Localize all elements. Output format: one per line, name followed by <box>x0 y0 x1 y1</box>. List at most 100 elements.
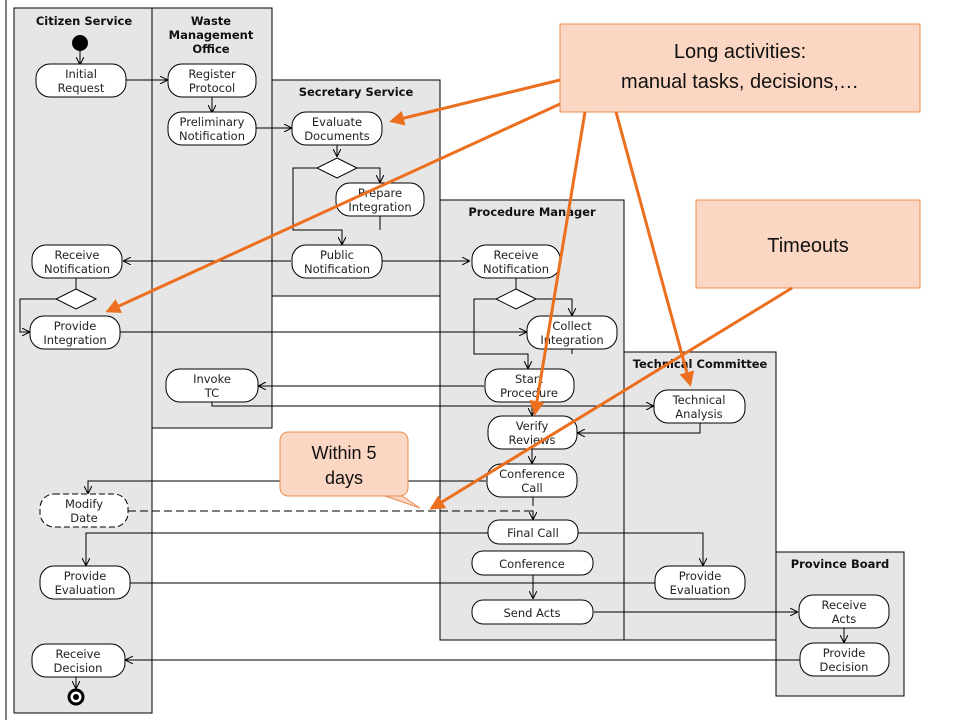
svg-text:Initial: Initial <box>65 67 97 81</box>
svg-text:Timeouts: Timeouts <box>767 235 849 257</box>
svg-text:Notification: Notification <box>483 262 549 276</box>
activity-evaluate-documents: Evaluate Documents <box>291 111 383 146</box>
lane-title-waste-1: Waste <box>191 14 231 28</box>
lane-title-citizen: Citizen Service <box>36 14 133 28</box>
svg-text:Request: Request <box>58 81 105 95</box>
activity-provide-evaluation-citizen: Provide Evaluation <box>39 565 131 600</box>
lanes: Citizen Service Waste Management Office … <box>13 7 905 714</box>
svg-text:Modify: Modify <box>65 497 103 511</box>
svg-text:Date: Date <box>70 511 98 525</box>
decision-diamond-secretary <box>315 157 359 179</box>
activity-receive-acts: Receive Acts <box>798 594 890 629</box>
activity-public-notification: Public Notification <box>291 244 383 279</box>
svg-text:Prepare: Prepare <box>358 186 402 200</box>
svg-text:Conference: Conference <box>499 467 565 481</box>
activity-receive-notification-citizen: Receive Notification <box>31 244 123 279</box>
svg-text:Final Call: Final Call <box>507 526 559 540</box>
activity-modify-date: Modify Date <box>39 493 129 528</box>
activity-provide-evaluation-technical: Provide Evaluation <box>654 565 746 600</box>
decision-diamond-procedure <box>494 288 538 310</box>
svg-text:Evaluation: Evaluation <box>55 583 116 597</box>
svg-text:Notification: Notification <box>179 129 245 143</box>
svg-text:Decision: Decision <box>820 660 869 674</box>
svg-text:Preliminary: Preliminary <box>180 115 245 129</box>
callout-timeouts: Timeouts <box>695 199 921 289</box>
svg-text:Register: Register <box>188 67 236 81</box>
activity-verify-reviews: Verify Reviews <box>487 415 578 450</box>
annotation-arrows <box>105 78 793 510</box>
activity-invoke-tc: Invoke TC <box>165 368 259 403</box>
lane-title-waste-3: Office <box>192 42 229 56</box>
callout-within-days: Within 5 days <box>279 431 421 509</box>
svg-text:Receive: Receive <box>55 647 100 661</box>
activity-provide-integration: Provide Integration <box>29 315 121 350</box>
svg-text:Technical: Technical <box>672 393 726 407</box>
svg-text:Documents: Documents <box>304 129 370 143</box>
svg-text:manual tasks, decisions,…: manual tasks, decisions,… <box>621 71 859 93</box>
svg-text:Public: Public <box>320 248 354 262</box>
activity-initial-request: Initial Request <box>35 63 127 98</box>
svg-text:Provide: Provide <box>64 569 107 583</box>
svg-text:Evaluation: Evaluation <box>670 583 731 597</box>
decision-diamond-citizen <box>54 288 98 310</box>
svg-text:Reviews: Reviews <box>508 433 555 447</box>
svg-text:Provide: Provide <box>54 319 97 333</box>
lane-title-secretary: Secretary Service <box>299 85 414 99</box>
activity-technical-analysis: Technical Analysis <box>653 389 746 424</box>
arrow-to-verify-reviews <box>529 111 587 416</box>
svg-text:Analysis: Analysis <box>675 407 722 421</box>
activity-receive-decision: Receive Decision <box>31 643 126 678</box>
svg-text:Send Acts: Send Acts <box>503 606 560 620</box>
svg-text:Integration: Integration <box>348 200 411 214</box>
svg-text:Evaluate: Evaluate <box>312 115 362 129</box>
activity-start-procedure: Start Procedure <box>484 368 575 403</box>
arrow-to-technical-analysis <box>614 111 695 387</box>
svg-text:Integration: Integration <box>43 333 106 347</box>
svg-text:Collect: Collect <box>552 319 592 333</box>
activity-prepare-integration: Prepare Integration <box>335 182 425 217</box>
svg-text:Provide: Provide <box>823 646 866 660</box>
svg-text:TC: TC <box>204 386 219 400</box>
svg-text:Protocol: Protocol <box>189 81 235 95</box>
svg-text:Within 5: Within 5 <box>311 443 376 463</box>
activity-collect-integration: Collect Integration <box>526 315 618 350</box>
activity-conference: Conference <box>471 550 594 576</box>
lane-title-procedure: Procedure Manager <box>468 205 596 219</box>
svg-text:Conference: Conference <box>499 557 565 571</box>
arrow-timeouts <box>429 286 793 510</box>
activity-receive-notification-procedure: Receive Notification <box>471 244 561 279</box>
activity-preliminary-notification: Preliminary Notification <box>167 111 257 146</box>
svg-text:Notification: Notification <box>304 262 370 276</box>
svg-text:Notification: Notification <box>44 262 110 276</box>
svg-text:Provide: Provide <box>679 569 722 583</box>
svg-text:Invoke: Invoke <box>193 372 231 386</box>
lane-title-waste-2: Management <box>169 28 254 42</box>
svg-text:Call: Call <box>521 481 542 495</box>
svg-text:Long activities:: Long activities: <box>674 41 806 63</box>
svg-text:Decision: Decision <box>54 661 103 675</box>
initial-node <box>72 35 88 51</box>
activity-final-call: Final Call <box>487 519 579 545</box>
lane-title-technical: Technical Committee <box>633 357 768 371</box>
svg-text:Receive: Receive <box>821 598 866 612</box>
svg-text:days: days <box>325 468 363 488</box>
callout-long-activities: Long activities: manual tasks, decisions… <box>559 23 921 113</box>
svg-text:Start: Start <box>515 372 544 386</box>
arrow-to-evaluate-documents <box>389 78 561 126</box>
activity-send-acts: Send Acts <box>471 599 594 625</box>
svg-text:Procedure: Procedure <box>500 386 558 400</box>
svg-text:Verify: Verify <box>516 419 549 433</box>
svg-text:Acts: Acts <box>832 612 857 626</box>
svg-text:Receive: Receive <box>493 248 538 262</box>
activity-conference-call: Conference Call <box>486 463 578 498</box>
svg-text:Integration: Integration <box>540 333 603 347</box>
activity-provide-decision: Provide Decision <box>799 642 890 677</box>
final-node <box>67 688 85 706</box>
lane-title-province: Province Board <box>791 557 890 571</box>
lane-citizen-service <box>13 7 153 714</box>
activity-register-protocol: Register Protocol <box>167 63 257 98</box>
arrow-to-provide-integration <box>105 102 561 313</box>
svg-text:Receive: Receive <box>54 248 99 262</box>
